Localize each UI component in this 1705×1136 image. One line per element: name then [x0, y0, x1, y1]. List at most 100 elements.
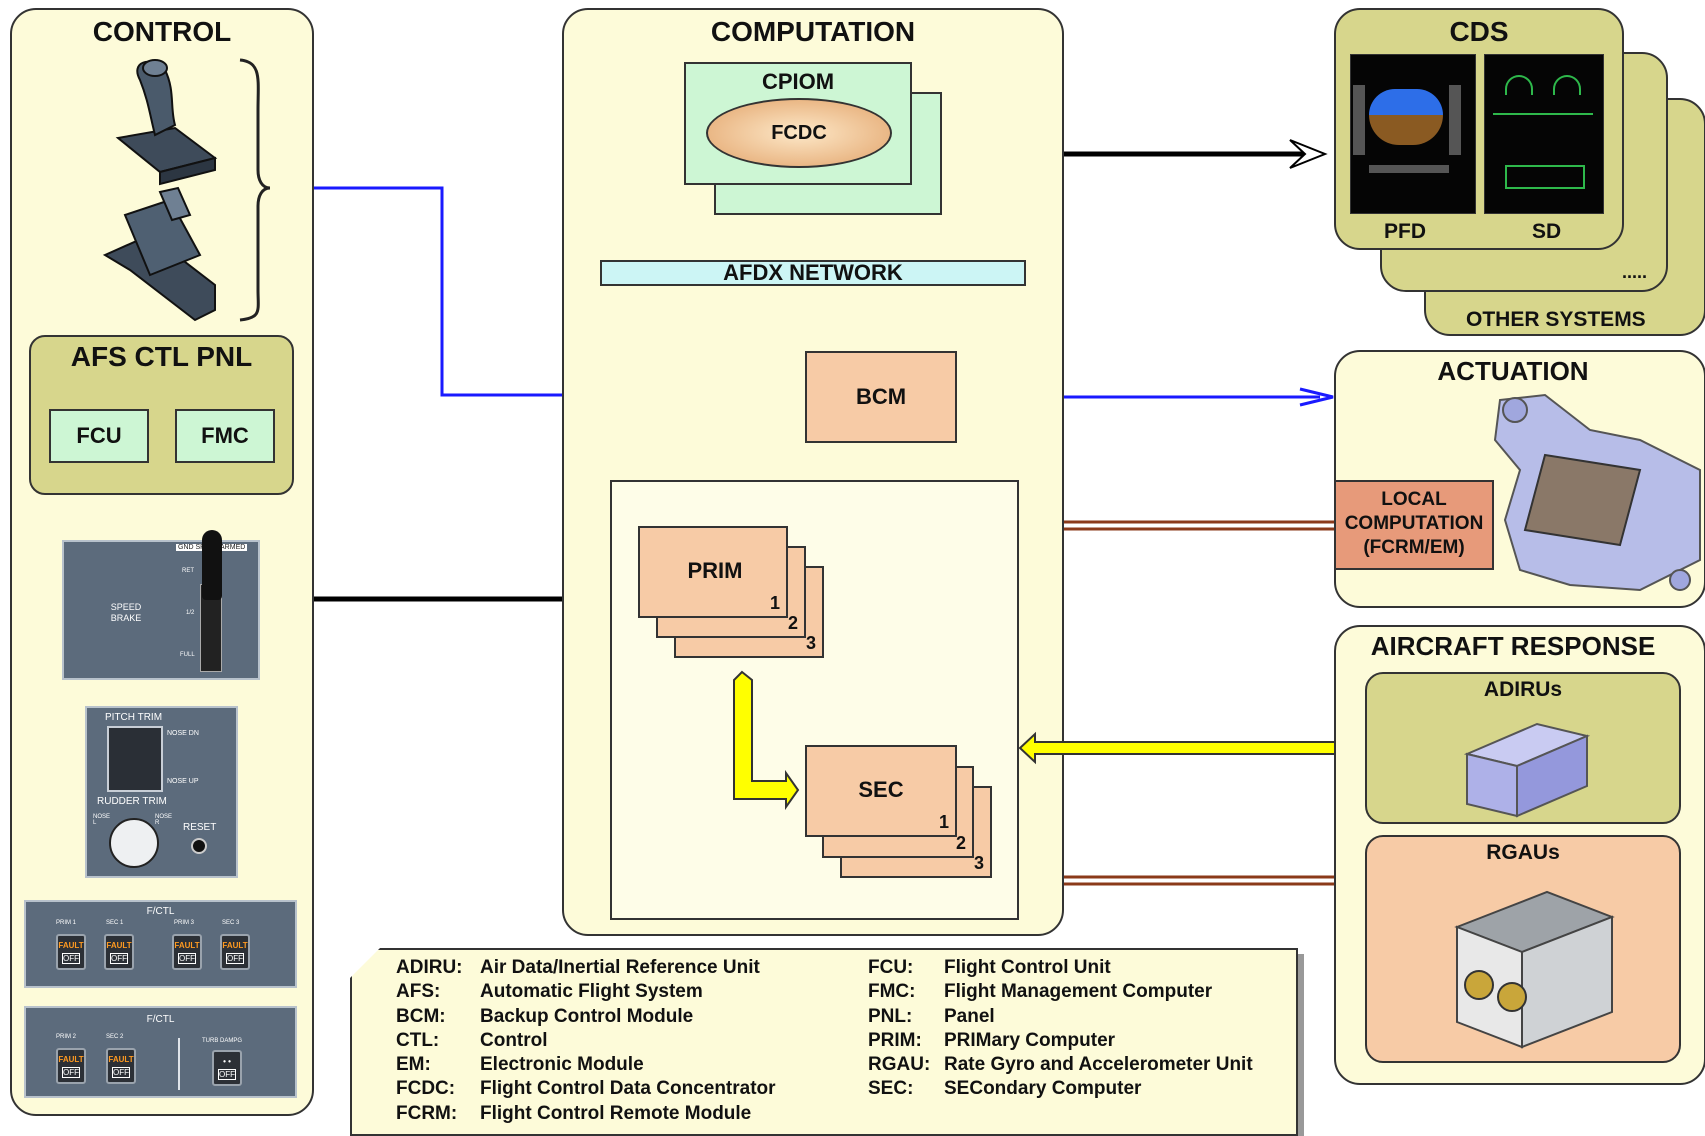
fcu-box[interactable]: FCU [49, 409, 149, 463]
adirus-label: ADIRUs [1483, 678, 1563, 701]
speed-brake-mark-ret: RET [182, 568, 194, 574]
reset-button[interactable] [191, 838, 207, 854]
bcm-label: BCM [855, 384, 907, 409]
fctl-prim1-label: PRIM 1 [56, 920, 77, 926]
cpiom-to-cds-arrowhead [1289, 139, 1328, 169]
adiru-to-computation-arrow [1018, 731, 1366, 765]
prim-sec-yellow-arrow [733, 670, 800, 811]
sd-green-block [1505, 165, 1585, 189]
fctl-prim2-label: PRIM 2 [56, 1034, 77, 1040]
legend-row-adiru: ADIRU:Air Data/Inertial Reference Unit [396, 957, 760, 978]
fctl-prim3-label: PRIM 3 [174, 920, 195, 926]
sec-box[interactable]: SEC 1 [805, 745, 957, 837]
fctl-bottom-title: F/CTL [146, 1014, 175, 1025]
pfd-screen [1350, 54, 1476, 214]
afs-ctl-panel: AFS CTL PNL FCU FMC [29, 335, 294, 495]
bcm-to-actuation-arrowhead [1299, 387, 1334, 407]
legend-row-fcrm: FCRM:Flight Control Remote Module [396, 1102, 752, 1124]
fcu-label: FCU [76, 423, 122, 448]
fmc-label: FMC [201, 423, 249, 448]
speed-brake-lever[interactable] [202, 530, 222, 600]
sd-gauge-left [1505, 75, 1533, 95]
actuator-icon [1493, 393, 1701, 592]
turb-dampg-label: TURB DAMPG [202, 1038, 243, 1044]
sec-card-2-number: 2 [955, 833, 966, 853]
sd-label: SD [1532, 220, 1562, 243]
sec-label: SEC [858, 777, 904, 802]
adirus-box[interactable]: ADIRUs [1365, 672, 1681, 824]
rgau-unit-icon [1454, 890, 1615, 1049]
cpiom-box[interactable]: CPIOM FCDC [684, 62, 912, 185]
cds-ellipsis: ..... [1622, 262, 1648, 282]
fctl-sec2-label: SEC 2 [106, 1034, 124, 1040]
sec-card-1-number: 1 [938, 812, 949, 832]
pfd-alt-tape [1449, 85, 1461, 155]
legend-row-bcm: BCM:Backup Control Module [396, 1005, 694, 1027]
legend-box: ADIRU:Air Data/Inertial Reference Unit A… [350, 948, 1298, 1136]
aircraft-response-title: AIRCRAFT RESPONSE [1370, 631, 1656, 661]
speed-brake-panel: GND SPLRS ARMED SPEED BRAKE RET 1/2 FULL [62, 530, 260, 680]
computation-title: COMPUTATION [710, 16, 916, 47]
rgaus-box[interactable]: RGAUs [1365, 835, 1681, 1063]
nose-r-label: NOSE R [155, 814, 173, 826]
reset-label: RESET [183, 822, 217, 833]
legend-left-column: ADIRU:Air Data/Inertial Reference Unit A… [396, 956, 816, 1126]
control-brace-icon [239, 58, 271, 322]
legend-fold-corner [350, 948, 380, 978]
afdx-network-bar: AFDX NETWORK [600, 260, 1026, 286]
fmc-box[interactable]: FMC [175, 409, 275, 463]
rgaus-label: RGAUs [1486, 841, 1560, 864]
legend-row-prim: PRIM:PRIMary Computer [868, 1029, 1116, 1051]
pitch-trim-label: PITCH TRIM [105, 712, 163, 723]
cpiom-label: CPIOM [761, 69, 835, 94]
legend-row-fcdc: FCDC:Flight Control Data Concentrator [396, 1078, 776, 1100]
thrust-lever-icon [102, 186, 216, 322]
control-to-bcm-line [270, 186, 670, 397]
legend-row-fcu: FCU:Flight Control Unit [868, 957, 1111, 978]
pfd-sky [1369, 89, 1443, 115]
fctl-top-title: F/CTL [146, 906, 175, 917]
sd-gauge-right [1553, 75, 1581, 95]
sec-card-3-number: 3 [973, 853, 984, 873]
prim-card-3-number: 3 [805, 633, 816, 653]
legend-row-sec: SEC:SECondary Computer [868, 1078, 1142, 1100]
nose-dn-label: NOSE DN [167, 730, 199, 737]
bcm-box[interactable]: BCM [805, 351, 957, 443]
local-computation-label: LOCAL COMPUTATION (FCRM/EM) [1344, 489, 1484, 558]
pitch-trim-wheel[interactable] [107, 726, 163, 792]
speed-brake-mark-half: 1/2 [186, 610, 195, 616]
rudder-trim-knob[interactable] [109, 818, 159, 868]
fcdc-label: FCDC [771, 122, 827, 144]
pfd-label: PFD [1384, 220, 1426, 243]
prim-box[interactable]: PRIM 1 [638, 526, 788, 618]
turb-dampg-pushbutton[interactable]: • •OFF [212, 1050, 242, 1086]
afs-ctl-panel-title: AFS CTL PNL [70, 341, 253, 372]
cds-title: CDS [1449, 16, 1509, 47]
legend-row-afs: AFS:Automatic Flight System [396, 981, 703, 1003]
other-systems-label: OTHER SYSTEMS [1466, 308, 1646, 331]
legend-row-em: EM:Electronic Module [396, 1054, 644, 1076]
legend-right-column: FCU:Flight Control Unit FMC:Flight Manag… [868, 956, 1288, 1102]
afdx-network-label: AFDX NETWORK [723, 260, 903, 285]
pfd-heading-scale [1369, 165, 1449, 173]
sidestick-icon [115, 59, 218, 186]
fctl-sec1-label: SEC 1 [106, 920, 124, 926]
fcdc-ellipse[interactable]: FCDC [706, 98, 892, 168]
cds-section: CDS PFD SD [1334, 8, 1624, 250]
sd-screen [1484, 54, 1604, 214]
pfd-speed-tape [1353, 85, 1365, 155]
trim-panel: PITCH TRIM NOSE DN NOSE UP RUDDER TRIM N… [85, 706, 238, 878]
local-computation-box[interactable]: LOCAL COMPUTATION (FCRM/EM) [1334, 480, 1494, 570]
nose-l-label: NOSE L [93, 814, 111, 826]
speed-brake-mark-full: FULL [180, 652, 195, 658]
